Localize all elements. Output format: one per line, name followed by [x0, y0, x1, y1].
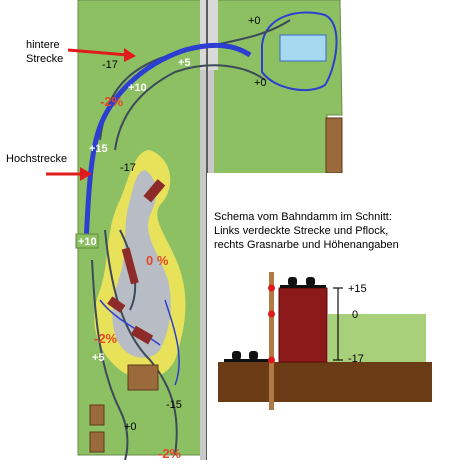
- schema-rail-low-a: [232, 351, 241, 360]
- high-track: [83, 43, 252, 246]
- schema-caption-1: Schema vom Bahndamm im Schnitt:: [214, 211, 392, 223]
- building-red-b: [121, 247, 139, 285]
- road-strip-top: [200, 0, 218, 70]
- building-red-c: [130, 325, 154, 345]
- elev-top-right: +0: [248, 15, 261, 27]
- elev-inner-minus17: -17: [120, 162, 136, 174]
- schema-caption-2: Links verdeckte Strecke und Pflock,: [214, 225, 388, 237]
- schema-grass: [328, 314, 426, 362]
- track-lower-b: [91, 259, 129, 461]
- track-rear-inner: [114, 64, 266, 151]
- building-brown-a: [127, 364, 159, 391]
- callout-high-track: Hochstrecke: [6, 153, 67, 165]
- track-lower-a: [104, 229, 178, 456]
- schema-sleeper-top: [280, 285, 326, 288]
- track-cross: [99, 299, 161, 346]
- building-brown-d: [325, 117, 343, 174]
- elev-high-plus10-bg: [75, 233, 99, 249]
- callout-rear-arrowhead: [124, 48, 136, 62]
- schema-ground: [218, 362, 432, 402]
- schema-rail-top-a: [288, 277, 297, 286]
- schema-scale-zero: 0: [352, 309, 358, 321]
- building-brown-b: [89, 404, 105, 426]
- building-red-d: [107, 296, 126, 313]
- grade-curve: -2%: [100, 94, 124, 109]
- grade-bottom: -2%: [158, 446, 182, 461]
- elev-lower-plus5: +5: [92, 352, 105, 364]
- elev-rear-minus17: -17: [102, 59, 118, 71]
- schema-mark-low: [268, 356, 275, 364]
- schema-embankment: [278, 287, 328, 363]
- callout-rear-arrow: [67, 48, 129, 57]
- schema-mark-zero: [268, 310, 275, 318]
- elev-mid-right: +0: [254, 77, 267, 89]
- loop-track: [261, 11, 338, 92]
- pond: [279, 34, 327, 62]
- callout-rear-track-line1: hintere: [26, 39, 60, 51]
- callout-high-arrowhead: [80, 167, 92, 181]
- schema-scale-minus17: -17: [348, 353, 364, 365]
- building-brown-c: [89, 431, 105, 453]
- elev-bottom-minus15: -15: [166, 399, 182, 411]
- schema-mark-high: [268, 284, 275, 292]
- schema-panel: Schema vom Bahndamm im Schnitt: Links ve…: [207, 173, 450, 466]
- schema-rail-low-b: [249, 351, 258, 360]
- grade-zero: 0 %: [146, 253, 169, 268]
- grade-lower: -2%: [94, 331, 118, 346]
- building-red-a: [143, 179, 166, 203]
- schema-caption-3: rechts Grasnarbe und Höhenangaben: [214, 239, 399, 251]
- schema-rail-top-b: [306, 277, 315, 286]
- track-loop-lower: [164, 299, 180, 386]
- elev-rear-plus5: +5: [178, 57, 191, 69]
- callout-rear-track-line2: Strecke: [26, 53, 63, 65]
- elev-high-plus15: +15: [89, 143, 108, 155]
- elev-bottom-plus0: +0: [124, 421, 137, 433]
- schema-stake: [269, 272, 274, 410]
- schema-sleeper-low: [224, 359, 270, 362]
- elev-curve-plus10: +10: [128, 82, 147, 94]
- track-plan: +0 +0 -17 +5 +10 -2% +15 -17 +10 0 % -2%…: [75, 0, 343, 461]
- callouts: hintere Strecke Hochstrecke: [6, 39, 136, 181]
- grey-zone: [112, 170, 171, 358]
- elev-high-plus10: +10: [78, 236, 97, 248]
- schema-scale-plus15: +15: [348, 283, 367, 295]
